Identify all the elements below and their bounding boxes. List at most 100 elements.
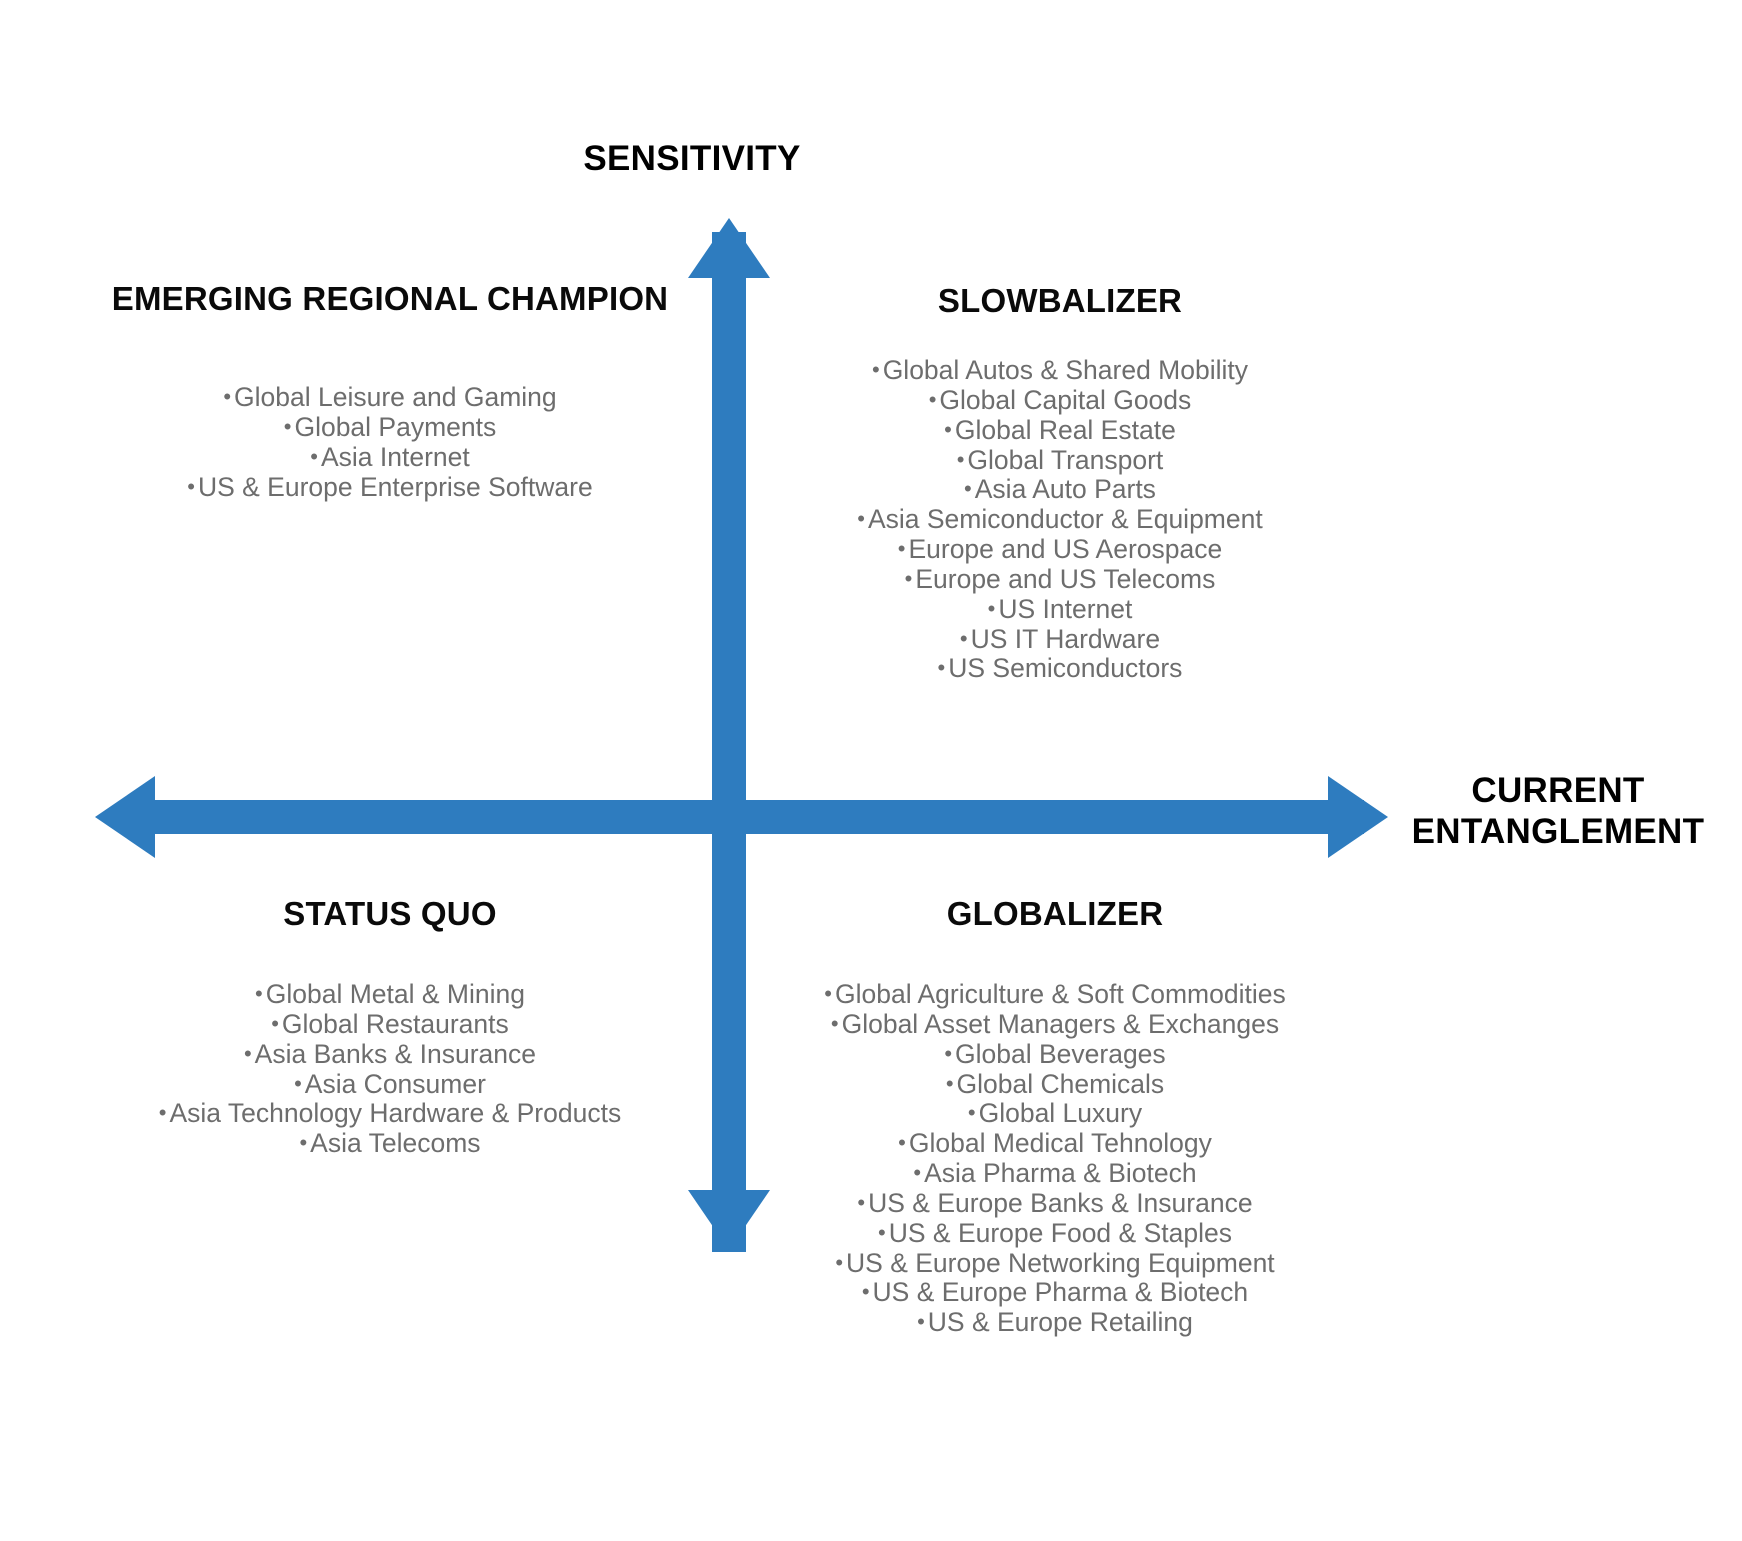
bullet-icon: • xyxy=(271,1011,279,1037)
quadrant-title: SLOWBALIZER xyxy=(937,282,1183,319)
list-item-label: Global Autos & Shared Mobility xyxy=(882,355,1248,386)
list-item: •Global Leisure and Gaming xyxy=(90,382,690,413)
list-item: •Asia Auto Parts xyxy=(755,475,1365,505)
list-item-label: Asia Semiconductor & Equipment xyxy=(867,504,1263,535)
list-item-label: Europe and US Telecoms xyxy=(915,563,1216,594)
bullet-icon: • xyxy=(824,981,832,1007)
bullet-icon: • xyxy=(928,387,937,413)
list-item-label: Asia Banks & Insurance xyxy=(254,1038,537,1069)
bullet-icon: • xyxy=(917,1309,925,1335)
list-item-label: Global Agriculture & Soft Commodities xyxy=(835,979,1286,1010)
list-item: •US & Europe Retailing xyxy=(745,1307,1365,1338)
bullet-icon: • xyxy=(956,446,965,472)
list-item-label: Asia Pharma & Biotech xyxy=(924,1158,1197,1189)
list-item-label: US & Europe Pharma & Biotech xyxy=(872,1277,1249,1308)
bullet-icon: • xyxy=(871,357,880,383)
vertical-axis-line xyxy=(712,232,746,1252)
list-item: •Global Payments xyxy=(90,412,690,443)
quadrant-title: EMERGING REGIONAL CHAMPION xyxy=(111,280,669,317)
quadrant-globalizer: GLOBALIZER •Global Agriculture & Soft Co… xyxy=(745,893,1365,1338)
list-item-label: Asia Telecoms xyxy=(310,1128,481,1159)
bullet-icon: • xyxy=(959,625,968,651)
list-item: •Global Capital Goods xyxy=(755,385,1365,416)
list-item: •Global Transport xyxy=(755,444,1365,476)
list-item: •US & Europe Enterprise Software xyxy=(90,472,690,503)
quadrant-slowbalizer: SLOWBALIZER •Global Autos & Shared Mobil… xyxy=(755,280,1365,684)
list-item: •US & Europe Pharma & Biotech xyxy=(745,1277,1365,1308)
list-item-label: US Internet xyxy=(998,593,1133,624)
list-item-label: US & Europe Banks & Insurance xyxy=(868,1187,1253,1218)
bullet-icon: • xyxy=(898,1130,906,1156)
list-item-label: Europe and US Aerospace xyxy=(908,534,1223,565)
list-item-label: Global Restaurants xyxy=(281,1009,509,1040)
list-item-label: Global Beverages xyxy=(955,1038,1166,1069)
y-axis-label: SENSITIVITY xyxy=(583,139,801,178)
bullet-icon: • xyxy=(299,1130,308,1156)
bullet-icon: • xyxy=(944,416,952,442)
bullet-icon: • xyxy=(294,1070,302,1096)
x-axis-label: CURRENT ENTANGLEMENT xyxy=(1411,771,1705,852)
list-item-label: Global Transport xyxy=(967,444,1164,475)
list-item: •Global Asset Managers & Exchanges xyxy=(745,1009,1365,1040)
bullet-icon: • xyxy=(283,414,292,440)
list-item: •Asia Consumer xyxy=(90,1068,690,1100)
quadrant-status-quo: STATUS QUO •Global Metal & Mining•Global… xyxy=(90,893,690,1159)
list-item-label: Global Metal & Mining xyxy=(265,979,525,1010)
bullet-icon: • xyxy=(861,1279,870,1305)
list-item-label: Global Payments xyxy=(294,412,497,443)
list-item: •Global Agriculture & Soft Commodities xyxy=(745,979,1365,1010)
list-item-label: Asia Technology Hardware & Products xyxy=(169,1098,622,1129)
list-item-label: Global Luxury xyxy=(978,1098,1143,1129)
list-item-label: Global Chemicals xyxy=(956,1068,1165,1099)
list-item: •Asia Banks & Insurance xyxy=(90,1038,690,1070)
bullet-icon: • xyxy=(857,506,865,532)
bullet-icon: • xyxy=(310,443,318,469)
bullet-icon: • xyxy=(223,384,232,410)
list-item: •US & Europe Banks & Insurance xyxy=(745,1187,1365,1219)
list-item-label: Global Asset Managers & Exchanges xyxy=(841,1009,1280,1040)
bullet-icon: • xyxy=(944,1040,953,1066)
list-item-label: Asia Auto Parts xyxy=(974,474,1156,505)
bullet-icon: • xyxy=(857,1189,866,1215)
list-item: •US IT Hardware xyxy=(755,624,1365,655)
list-item: •US Internet xyxy=(755,593,1365,625)
bullet-icon: • xyxy=(937,655,946,681)
bullet-icon: • xyxy=(967,1100,976,1126)
quadrant-emerging-regional-champion: EMERGING REGIONAL CHAMPION •Global Leisu… xyxy=(90,278,690,502)
list-item-label: Global Leisure and Gaming xyxy=(234,382,557,413)
list-item: •US & Europe Networking Equipment xyxy=(745,1247,1365,1279)
bullet-icon: • xyxy=(945,1070,954,1096)
horizontal-axis-line xyxy=(124,800,1364,834)
arrow-left-icon xyxy=(95,776,155,858)
list-item: •Asia Semiconductor & Equipment xyxy=(755,504,1365,535)
list-item-label: Global Capital Goods xyxy=(939,385,1192,416)
arrow-down-icon xyxy=(688,1190,770,1250)
quadrant-title: GLOBALIZER xyxy=(946,895,1164,932)
list-item: •US & Europe Food & Staples xyxy=(745,1218,1365,1249)
list-item: •Asia Pharma & Biotech xyxy=(745,1158,1365,1189)
list-item: •Europe and US Aerospace xyxy=(755,534,1365,565)
bullet-icon: • xyxy=(255,981,263,1007)
list-item: •US Semiconductors xyxy=(755,653,1365,684)
list-item-label: Global Real Estate xyxy=(954,414,1176,445)
list-item: •Europe and US Telecoms xyxy=(755,563,1365,595)
bullet-icon: • xyxy=(187,473,195,499)
list-item: •Global Medical Tehnology xyxy=(745,1128,1365,1159)
list-item-label: US & Europe Networking Equipment xyxy=(846,1247,1275,1278)
bullet-icon: • xyxy=(243,1040,252,1066)
list-item: •Asia Telecoms xyxy=(90,1128,690,1159)
list-item: •Global Restaurants xyxy=(90,1009,690,1040)
bullet-icon: • xyxy=(830,1011,839,1037)
arrow-up-icon xyxy=(688,218,770,278)
list-item: •Global Real Estate xyxy=(755,414,1365,446)
quadrant-item-list: •Global Agriculture & Soft Commodities•G… xyxy=(745,979,1365,1338)
list-item: •Global Metal & Mining xyxy=(90,979,690,1010)
quadrant-item-list: •Global Autos & Shared Mobility•Global C… xyxy=(755,355,1365,684)
list-item-label: US Semiconductors xyxy=(948,653,1183,684)
bullet-icon: • xyxy=(897,536,906,562)
list-item: •Global Luxury xyxy=(745,1099,1365,1129)
list-item: •Global Autos & Shared Mobility xyxy=(755,355,1365,386)
list-item-label: Asia Consumer xyxy=(304,1068,486,1099)
list-item: •Asia Technology Hardware & Products xyxy=(90,1099,690,1129)
